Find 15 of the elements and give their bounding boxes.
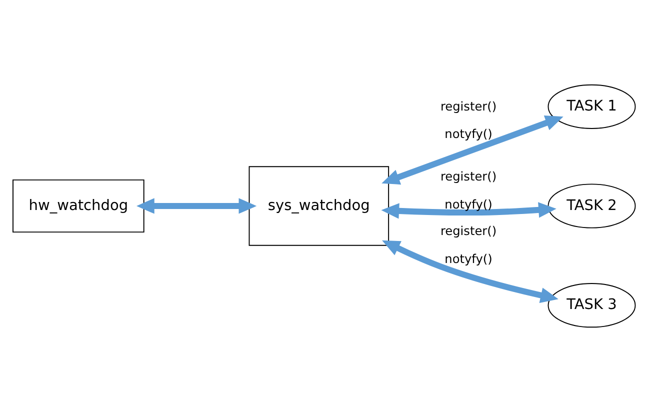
edge-label: notyfy(): [444, 197, 492, 212]
edge-label: notyfy(): [444, 252, 492, 266]
node-ellipse: TASK 3: [548, 283, 636, 328]
arrow: [382, 240, 558, 303]
edge-label: register(): [440, 99, 497, 114]
node-box: sys_watchdog: [248, 166, 390, 246]
edge-label: register(): [440, 224, 497, 238]
arrow: [136, 198, 257, 214]
node-box: hw_watchdog: [12, 179, 144, 233]
edge-label: notyfy(): [444, 127, 492, 142]
edge-label: register(): [440, 170, 497, 184]
arrow: [381, 202, 556, 219]
arrow: [382, 115, 564, 185]
node-ellipse: TASK 1: [548, 84, 636, 129]
node-ellipse: TASK 2: [548, 184, 636, 228]
